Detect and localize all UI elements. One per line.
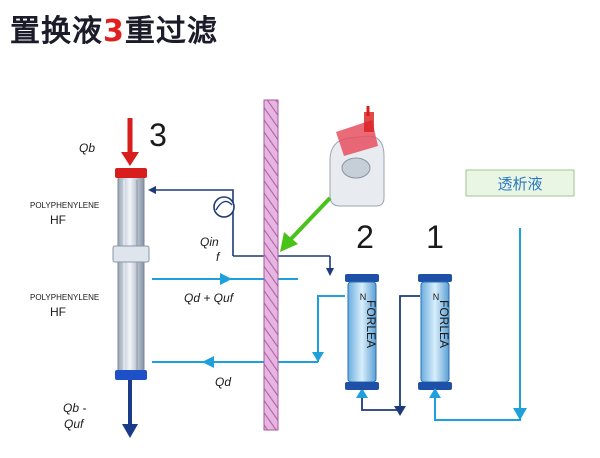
column-bottom-cap [115,370,147,380]
filter1-text: FORLEA [437,300,451,348]
qd-quf-label: Qd + Quf [184,291,235,305]
blood-outlet [122,380,138,438]
column-top-cap [115,168,147,178]
dialysate-label: 透析液 [497,175,542,193]
polyphenylene-label-top: POLYPHENYLENE [30,201,99,210]
filter2-n-label: N [360,292,367,302]
qb-label: Qb [79,141,95,155]
dialysate-box: 透析液 [465,169,575,197]
qinf-label-line1: Qin [200,235,219,249]
qinf-line [148,186,334,276]
qd-line [152,356,318,368]
stage-number-2: 2 [356,219,374,255]
barrier-wall [263,99,279,431]
title-part2: 重过滤 [124,14,218,49]
filter2-text: FORLEA [364,300,378,348]
polyphenylene-label-mid: POLYPHENYLENE [30,293,99,302]
pump-icon [213,196,235,218]
bag-icon [329,106,385,207]
hemofilter-column [112,168,150,380]
hf-label-mid: HF [50,305,66,319]
title-highlight: 3 [103,14,125,49]
stage-number-1: 1 [426,219,444,255]
blood-inlet [121,118,139,166]
qinf-label-line2: f [216,250,221,264]
green-arrow [280,196,332,252]
column-mid-band [112,245,150,263]
title-part1: 置换液 [10,14,103,49]
filter2-connections [312,295,420,416]
filter-1: N FORLEA [418,274,452,390]
qb-quf-label-line2: Quf [64,417,85,431]
stage-number-3: 3 [149,117,167,153]
page-title: 置换液3重过滤 [10,6,218,50]
qd-label: Qd [215,375,231,389]
filter-2: N FORLEA [345,274,379,390]
qb-quf-label-line1: Qb - [63,401,86,415]
filter1-connections [429,228,527,421]
hf-label-top: HF [50,213,66,227]
filter1-n-label: N [433,292,440,302]
